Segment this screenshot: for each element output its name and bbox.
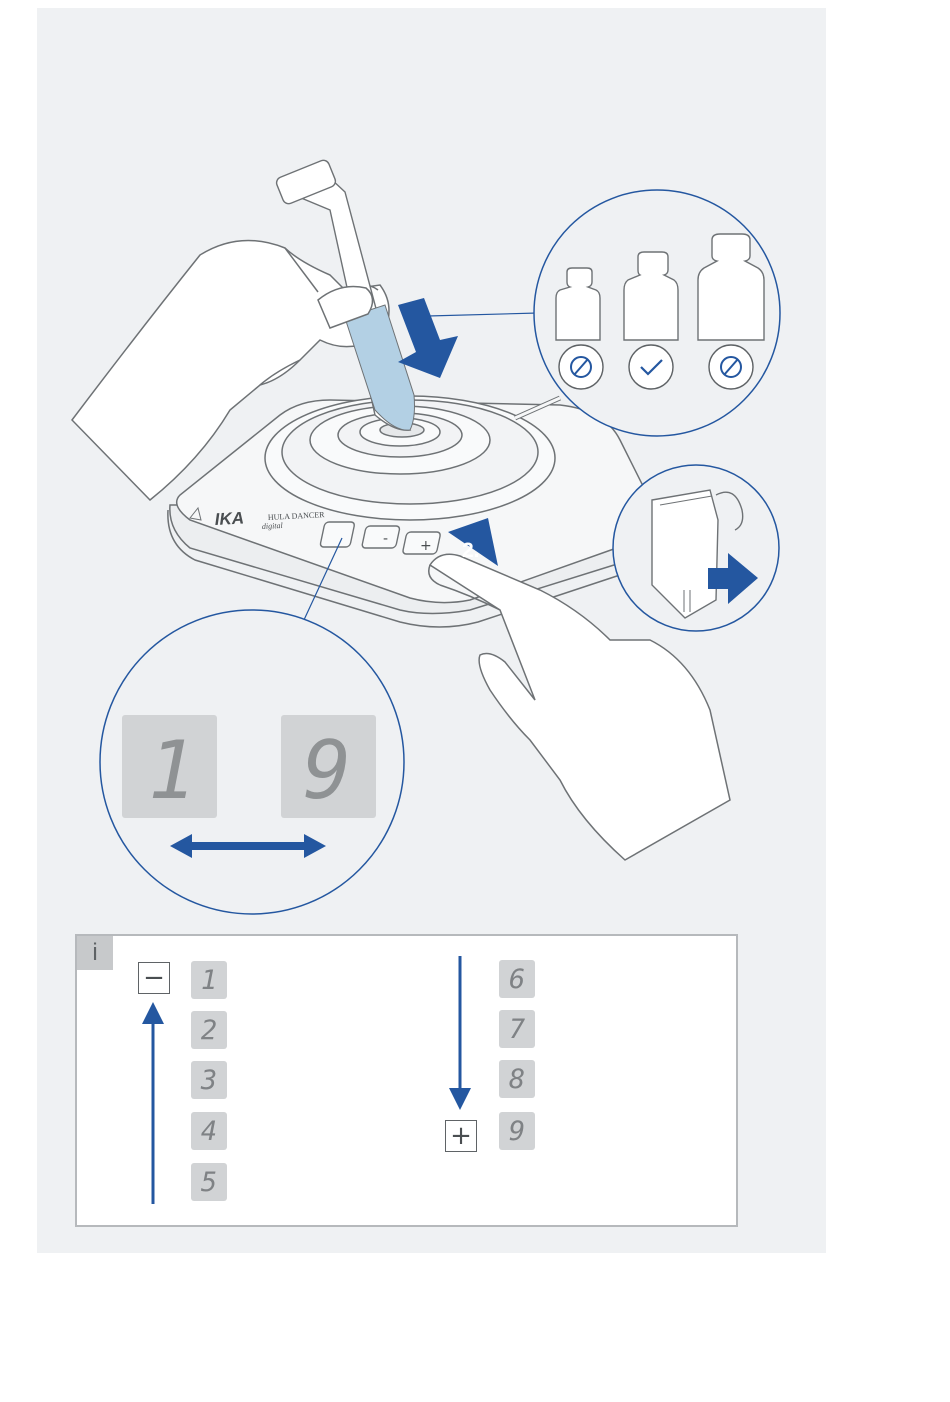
info-arrows: [75, 934, 738, 1227]
step-label: 2.: [462, 539, 480, 562]
level-tile-8: 8: [499, 1060, 535, 1098]
level-tile-4: 4: [191, 1112, 227, 1150]
device-minus-label: -: [383, 531, 388, 547]
level-tile-7: 7: [499, 1010, 535, 1048]
up-arrow-head: [142, 1002, 164, 1024]
brand-logo: IKA: [214, 508, 244, 529]
level-tile-1: 1: [191, 961, 227, 999]
display-digit-min: 1: [148, 724, 196, 817]
plus-key-symbol: +: [445, 1120, 477, 1152]
device-minus-key: [362, 526, 401, 548]
plug-inset: [613, 465, 779, 631]
not-ok-symbol-light: [559, 345, 603, 389]
display-digit-max: 9: [303, 724, 351, 817]
device-plus-label: +: [420, 538, 432, 554]
device-display-window: [320, 522, 355, 547]
level-tile-6: 6: [499, 960, 535, 998]
minus-key-symbol: −: [138, 962, 170, 994]
level-tile-3: 3: [191, 1061, 227, 1099]
ok-symbol-medium: [629, 345, 673, 389]
press-down-arrow: [398, 298, 458, 378]
weights-inset: [426, 190, 781, 436]
down-arrow-head: [449, 1088, 471, 1110]
level-tile-5: 5: [191, 1163, 227, 1201]
not-ok-symbol-heavy: [709, 345, 753, 389]
model-subname: digital: [262, 521, 284, 531]
level-tile-2: 2: [191, 1011, 227, 1049]
info-box: i − + 1 2 3 4 5 6 7 8 9: [75, 934, 738, 1227]
level-tile-9: 9: [499, 1112, 535, 1150]
